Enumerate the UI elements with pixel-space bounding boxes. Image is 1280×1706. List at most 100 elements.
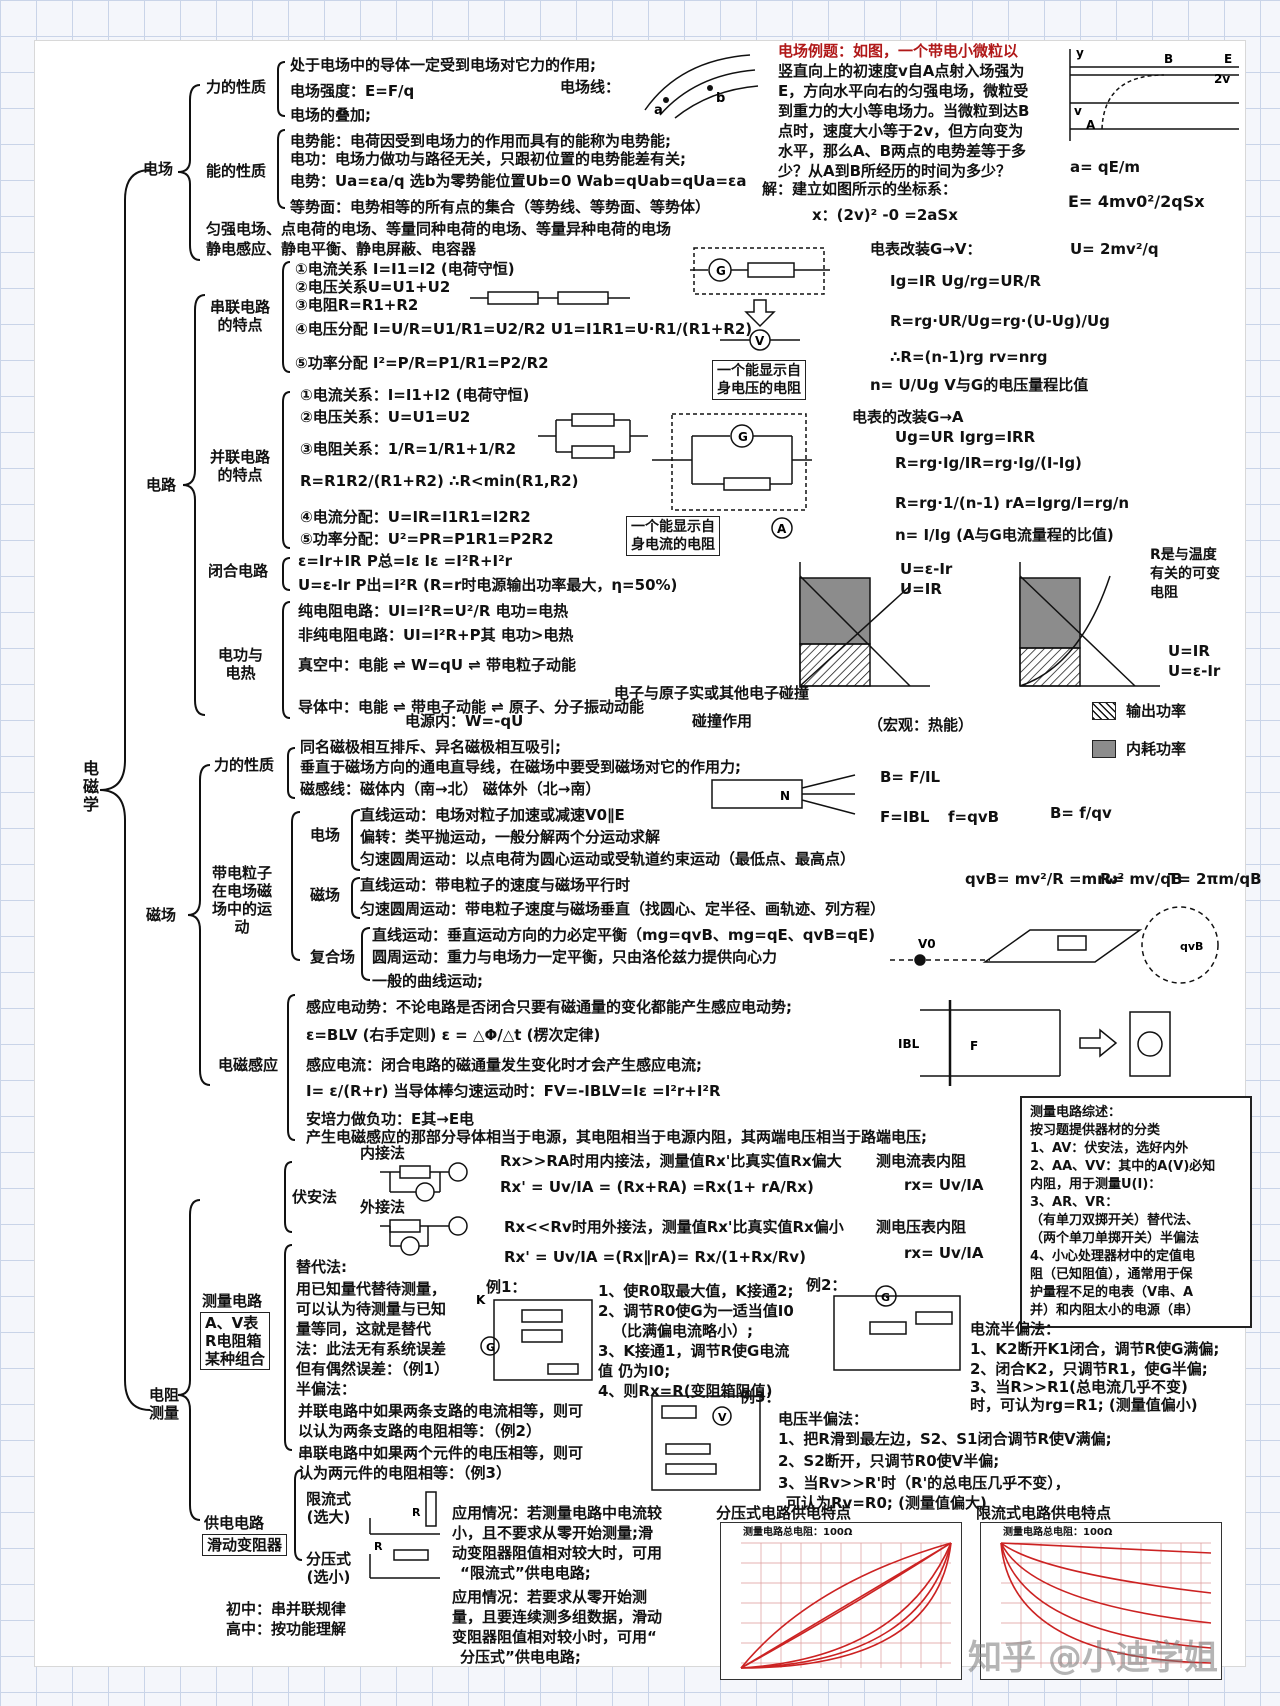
ex1-line-4: 3、K接通1，调节R使G电流 <box>598 1342 790 1360</box>
solution-line-2: x：(2v)² -0 =2aSx <box>812 206 958 224</box>
ex1-line-3: （比满偏电流略小）; <box>612 1322 753 1340</box>
series-label: 串联电路 的特点 <box>210 298 271 334</box>
field-extra-line-2: 静电感应、静电平衡、静电屏蔽、电容器 <box>206 240 477 258</box>
divider-chart-title: 分压式电路供电特点 <box>716 1504 852 1522</box>
svg-text:V: V <box>718 1411 727 1424</box>
parallel-line-2: ②电压关系：U=U1=U2 <box>300 408 471 426</box>
field-force-line-2: 电场强度：E=F/q <box>290 82 415 100</box>
meter-a-line-3: R=rg·1/(n-1) rA=Igrg/I=rg/n <box>895 494 1130 512</box>
svg-text:A: A <box>1086 118 1096 132</box>
example-line-1: 电场例题：如图，一个带电小微粒以 <box>778 42 1019 60</box>
divider-chart-subtitle: 测量电路总电阻：100Ω <box>743 1527 853 1538</box>
field-lines-diagram: a b <box>644 54 759 119</box>
meter-v-line-1: Ig=IR Ug/rg=UR/R <box>890 272 1042 290</box>
field-energy-line-2: 电功：电场力做功与路径无关，只跟初位置的电势能差有关; <box>290 150 687 168</box>
supply-line-6: 量，且要连续测多组数据，滑动 <box>452 1608 663 1626</box>
graph-label-3: R是与温度 有关的可变 电阻 <box>1150 547 1220 601</box>
formula-U: U= 2mv²/q <box>1070 240 1159 258</box>
supply-line-5: 应用情况：若要求从零开始测 <box>452 1588 648 1606</box>
work-label: 电功与 电热 <box>218 646 264 682</box>
graph-label-5: U=ε-Ir <box>1168 662 1221 680</box>
ex1-line-2: 2、调节R0使G为一适当值I0 <box>598 1302 794 1320</box>
ammeter-conversion-diagram: G A <box>652 413 812 539</box>
sub-line-5: 法：此法无有系统误差 <box>296 1340 447 1358</box>
graph-label-4: U=IR <box>1168 642 1210 660</box>
vh-line-3: 2、S2断开，只调节R0使V半偏; <box>778 1452 1000 1470</box>
sub-line-1: 替代法: <box>296 1258 347 1276</box>
mag-force-label: 力的性质 <box>214 756 275 774</box>
example2-circuit: G <box>833 1285 961 1371</box>
field-force-line-1: 处于电场中的导体一定受到电场对它力的作用; <box>290 56 597 74</box>
meter-v-title: 电表改装G→V： <box>870 240 982 258</box>
svg-text:R: R <box>374 1540 383 1553</box>
supply-circuits: R R <box>369 1491 440 1579</box>
svg-text:G: G <box>881 1291 890 1304</box>
supply-line-7: 变阻器阻值相对较小时，可用“ <box>452 1628 657 1646</box>
supply-line-1: 应用情况：若测量电路中电流较 <box>452 1504 663 1522</box>
limit-chart: 测量电路总电阻：100Ω <box>980 1522 1222 1680</box>
work-line-6: 电子与原子实或其他电子碰撞 <box>614 684 810 702</box>
work-line-8: （宏观：热能） <box>868 716 974 734</box>
branch-field: 电场 <box>143 160 174 178</box>
ex1-title: 例1： <box>486 1278 527 1296</box>
branch-resistance: 电阻测量 <box>148 1386 179 1422</box>
compound-field-diagram: V0 qvB <box>890 906 1219 984</box>
mag-formula-2: F=IBL <box>880 808 930 826</box>
rule-line-2: 高中：按功能理解 <box>226 1620 347 1638</box>
mindmap-sheet <box>34 40 1246 1667</box>
supply-line-3: 动变阻器阻值相对较大时，可用 <box>452 1544 663 1562</box>
work-line-2: 非纯电阻电路：UI=I²R+P其 电功>电热 <box>298 626 574 644</box>
sub-line-10: 串联电路中如果两个元件的电压相等，则可 <box>298 1444 584 1462</box>
svg-text:R: R <box>412 1506 421 1519</box>
rule-line-1: 初中：串并联规律 <box>226 1600 347 1618</box>
ch-line-5: 时，可认为rg=R1; (测量值偏小) <box>970 1396 1198 1414</box>
meter-a-line-1: Ug=UR Igrg=IRR <box>895 428 1036 446</box>
parallel-line-3: ③电阻关系：1/R=1/R1+1/R2 <box>300 440 517 458</box>
mag-formula-4: B= f/qv <box>1050 804 1112 822</box>
parallel-line-1: ①电流关系：I=I1+I2 (电荷守恒) <box>300 386 530 404</box>
legend-internal-swatch <box>1092 740 1116 758</box>
svg-text:V: V <box>755 334 765 348</box>
meter-v-line-2: R=rg·UR/Ug=rg·(U-Ug)/Ug <box>890 312 1110 330</box>
vh-line-5: 可认为Rv=R0; (测量值偏大) <box>786 1494 987 1512</box>
example1-circuit: K G <box>476 1293 593 1381</box>
meter-a-title: 电表的改装G→A <box>852 408 964 426</box>
work-line-5: 电源内：W=-qU <box>405 712 524 730</box>
svg-text:V0: V0 <box>918 937 936 951</box>
formula-a: a= qE/m <box>1070 158 1141 176</box>
svg-text:G: G <box>738 430 748 444</box>
svg-text:E: E <box>1224 52 1232 66</box>
work-line-3: 真空中：电能 ⇌ W=qU ⇌ 带电粒子动能 <box>298 656 577 674</box>
series-line-3: ③电阻R=R1+R2 <box>295 296 419 314</box>
sub-line-3: 可以认为待测量与已知 <box>296 1300 447 1318</box>
graph-label-2: U=IR <box>900 580 942 598</box>
field-extra-line-1: 匀强电场、点电荷的电场、等量同种电荷的电场、等量异种电荷的电场 <box>206 220 672 238</box>
field-force-line-4: 电场的叠加; <box>290 106 371 124</box>
svg-text:a: a <box>654 103 663 118</box>
vi-label: 伏安法 <box>292 1188 338 1206</box>
meter-v-line-4: n= U/Ug V与G的电压量程比值 <box>870 376 1089 394</box>
legend-output-swatch <box>1092 702 1116 720</box>
svg-text:N: N <box>780 789 790 803</box>
svg-text:G: G <box>486 1341 495 1354</box>
induction-line-2: ε=BLV (右手定则) ε = △Φ/△t (楞次定律) <box>306 1026 601 1044</box>
svg-text:y: y <box>1076 46 1084 60</box>
series-line-5: ⑤功率分配 I²=P/R=P1/R1=P2/R2 <box>295 354 549 372</box>
supply-label: 供电电路 <box>204 1514 265 1532</box>
field-energy-label: 能的性质 <box>206 162 267 180</box>
sub-line-7: 半偏法： <box>296 1380 357 1398</box>
series-line-1: ①电流关系 I=I1=I2 (电荷守恒) <box>295 260 515 278</box>
particle-line-1: 直线运动：电场对粒子加速或减速V0∥E <box>360 806 625 824</box>
limit-chart-subtitle: 测量电路总电阻：100Ω <box>1003 1527 1113 1538</box>
example-line-5: 点时，速度大小等于2v，但方向变为 <box>778 122 1024 140</box>
induction-line-5: 安培力做负功：E其→E电 <box>306 1110 475 1128</box>
divider-chart: 测量电路总电阻：100Ω <box>720 1522 962 1680</box>
ex1-line-5: 值 仍为I0; <box>598 1362 671 1380</box>
particle-line-5: 匀速圆周运动：带电粒子速度与磁场垂直（找圆心、定半径、画轨迹、列方程） <box>360 900 886 918</box>
field-energy-line-3: 电势：Ua=εa/q 选b为零势能位置Ub=0 Wab=qUab=qUa=εa <box>290 172 747 190</box>
legend-output: 输出功率 <box>1126 702 1187 720</box>
magnet-diagram: N <box>711 774 856 815</box>
inner-line-3: 测电流表内阻 <box>876 1152 967 1170</box>
parallel-line-5: ④电流分配：U=IR=I1R1=I2R2 <box>300 508 531 526</box>
